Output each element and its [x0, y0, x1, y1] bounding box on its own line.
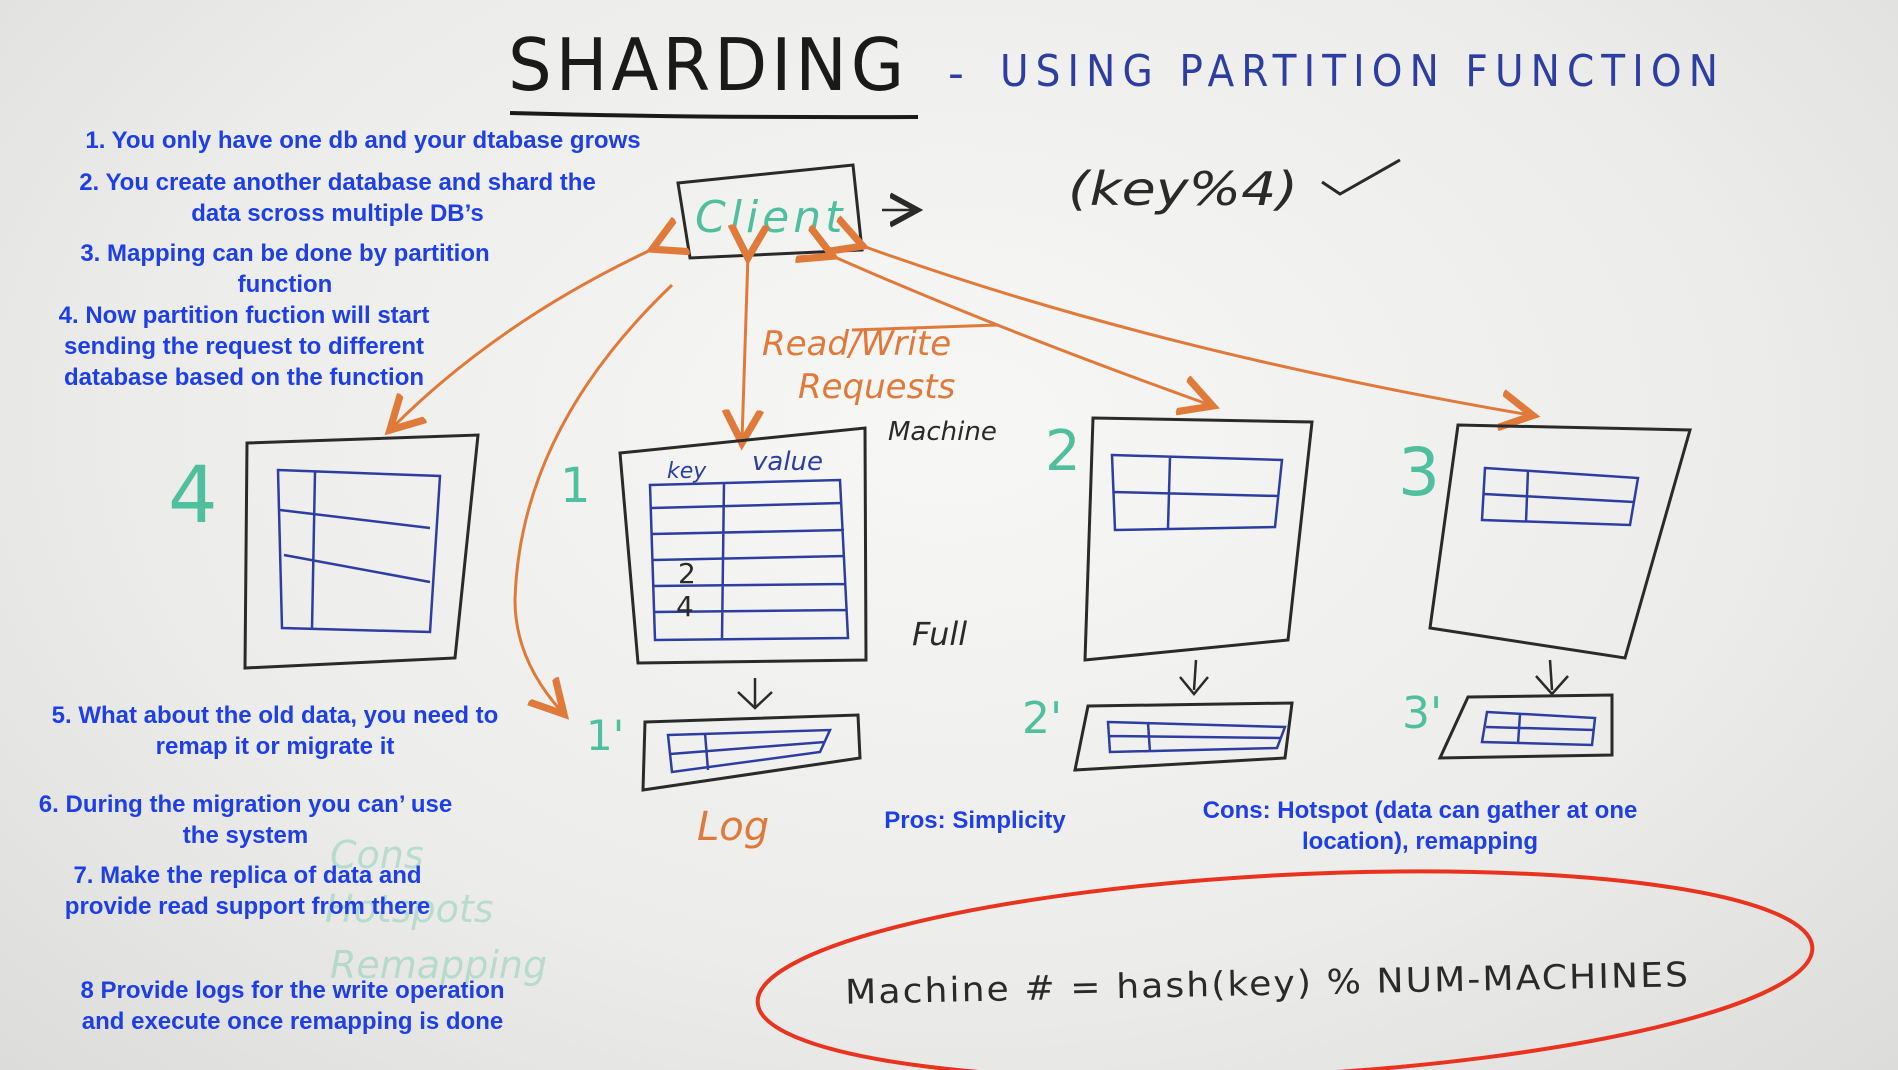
machine-2-number: 2 — [1045, 419, 1081, 484]
down-arrow-icon-3 — [1535, 659, 1569, 696]
bottom-formula: Machine # = hash(key) % NUM-MACHINES — [845, 955, 1691, 1013]
arrow-client-machine-3 — [860, 245, 1530, 415]
note-6-line-1: 6. During the migration you can’ use — [38, 791, 453, 818]
machine-3-box — [1428, 423, 1692, 660]
table-value-2: 4 — [676, 590, 694, 623]
faded-word-3: Remapping — [330, 943, 547, 987]
table-value-1: 2 — [678, 557, 696, 590]
machine-2-table — [1110, 453, 1284, 532]
note-8-line-1: 8 Provide logs for the write operation — [80, 977, 505, 1004]
red-ellipse-highlight — [755, 869, 1815, 1070]
note-1-line-1: 1. You only have one db and your dtabase… — [85, 127, 641, 154]
replica-1-label: 1' — [586, 711, 624, 760]
table-header-value: value — [752, 447, 823, 477]
cons-line-1: Cons: Hotspot (data can gather at one — [1202, 797, 1638, 824]
title-dash: - — [948, 48, 964, 99]
replica-2-box — [1073, 701, 1294, 772]
title-underline — [509, 111, 919, 120]
machine-3-table — [1480, 466, 1640, 527]
replica-3-table — [1480, 710, 1597, 747]
machine-1-box — [618, 426, 868, 665]
note-2-line-1: 2. You create another database and shard… — [79, 169, 596, 196]
arrow-client-machine-1 — [742, 255, 748, 440]
pros-note: Pros: Simplicity — [870, 805, 1080, 836]
machine-4-table — [276, 468, 442, 634]
replica-2-label: 2' — [1022, 693, 1062, 744]
note-4-line-2: sending the request to different — [63, 333, 425, 360]
machine-3-number: 3 — [1398, 434, 1440, 511]
note-7: 7. Make the replica of data and provide … — [30, 860, 465, 922]
note-3-line-2: function — [237, 271, 333, 298]
write-strikethrough — [851, 323, 999, 332]
note-5-line-2: remap it or migrate it — [155, 733, 395, 760]
machine-4-box — [243, 433, 480, 670]
machine-label: Machine — [888, 417, 997, 447]
note-8: 8 Provide logs for the write operation a… — [55, 975, 530, 1037]
note-2-line-2: data scross multiple DB’s — [191, 200, 484, 227]
note-6: 6. During the migration you can’ use the… — [18, 789, 473, 851]
note-1: 1. You only have one db and your dtabase… — [58, 125, 668, 156]
note-3-line-1: 3. Mapping can be done by partition — [80, 240, 490, 267]
note-7-line-2: provide read support from there — [64, 893, 431, 920]
machine-1: 1 key value 2 4 1' Log — [560, 426, 868, 850]
faded-word-2: Hotspots — [325, 887, 494, 931]
note-7-line-1: 7. Make the replica of data and — [73, 862, 422, 889]
title-main: SHARDING — [508, 23, 908, 107]
machine-2: 2 2' — [1022, 416, 1314, 772]
note-3: 3. Mapping can be done by partition func… — [55, 238, 515, 300]
replica-3-label: 3' — [1402, 688, 1442, 739]
note-4: 4. Now partition fuction will start send… — [34, 300, 454, 393]
note-8-line-2: and execute once remapping is done — [81, 1008, 504, 1035]
client-label: Client — [695, 192, 846, 243]
machine-2-box — [1083, 416, 1314, 662]
machine-1-number: 1 — [560, 458, 591, 514]
machine-4-number: 4 — [168, 451, 218, 541]
machine-1-table — [648, 478, 850, 642]
note-4-line-3: database based on the function — [63, 364, 425, 391]
faded-words: Cons Hotspots Remapping — [325, 833, 547, 987]
cons-line-2: location), remapping — [1301, 828, 1538, 855]
note-4-line-1: 4. Now partition fuction will start — [58, 302, 430, 329]
down-arrow-icon-1 — [737, 678, 773, 710]
faded-word-1: Cons — [330, 833, 424, 877]
table-header-key: key — [667, 459, 707, 484]
replica-1-box — [641, 713, 862, 792]
replica-2-table — [1106, 720, 1287, 754]
cons-note: Cons: Hotspot (data can gather at one lo… — [1170, 795, 1670, 857]
title-sub: USING PARTITION FUNCTION — [1000, 46, 1725, 97]
down-arrow-icon-2 — [1179, 659, 1209, 696]
machine-4: 4 — [168, 433, 480, 670]
note-6-line-2: the system — [182, 822, 309, 849]
log-label: Log — [697, 804, 769, 850]
arrow-client-replica-1 — [513, 283, 674, 712]
arrow-client-machine-4 — [392, 248, 655, 428]
pros-text: Pros: Simplicity — [884, 807, 1066, 834]
replica-3-box — [1437, 693, 1614, 760]
request-label-line2: Requests — [798, 367, 955, 407]
note-2: 2. You create another database and shard… — [40, 167, 635, 229]
machine-3: 3 3' — [1398, 423, 1692, 760]
replica-1-table — [666, 728, 832, 774]
note-5: 5. What about the old data, you need to … — [25, 700, 525, 762]
top-formula: (key%4) — [1068, 162, 1298, 216]
check-mark-icon — [1321, 158, 1401, 196]
note-5-line-1: 5. What about the old data, you need to — [51, 702, 499, 729]
full-label: Full — [912, 615, 967, 653]
